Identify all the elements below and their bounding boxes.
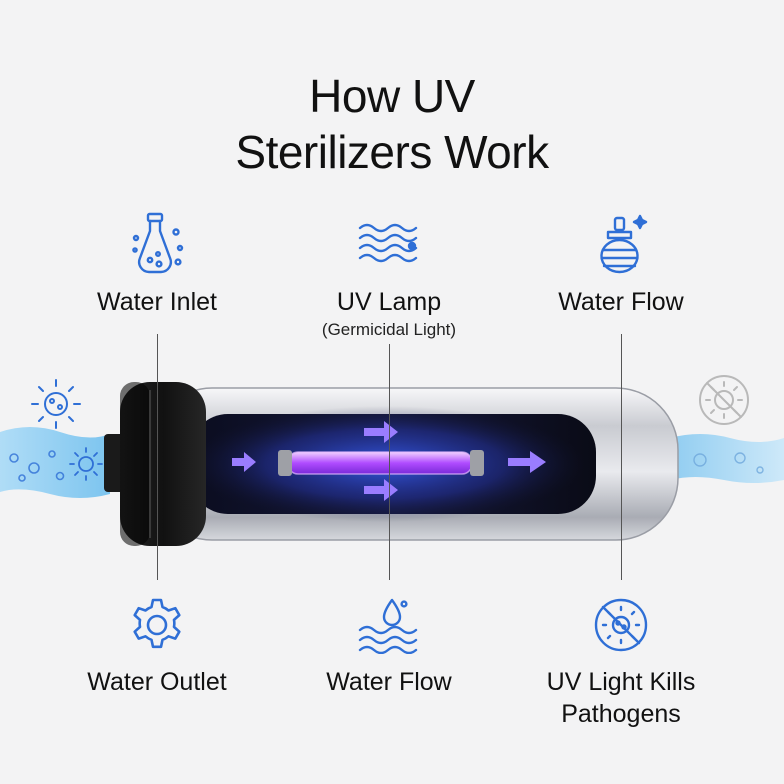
- crossed-germ-icon-right: [699, 375, 749, 425]
- label-water-outlet: Water Outlet: [87, 668, 227, 696]
- germ-icon-small: [69, 447, 103, 481]
- label-germicidal-light: (Germicidal Light): [321, 320, 457, 339]
- lamp-end-right: [470, 450, 484, 476]
- label-water-flow-bottom: Water Flow: [326, 668, 452, 696]
- inlet-nozzle: [104, 434, 124, 492]
- arrow-1: [232, 452, 256, 472]
- bottle-bubbles-icon: [132, 212, 184, 274]
- crossed-germ-icon: [594, 598, 648, 652]
- leader-flow: [621, 334, 622, 580]
- water-stream-left: [0, 427, 110, 498]
- label-water-flow-top: Water Flow: [558, 288, 684, 316]
- label-uv-kills-line1: UV Light Kills: [546, 668, 696, 696]
- waves-icon: [358, 223, 418, 263]
- label-uv-kills-line2: Pathogens: [561, 700, 681, 728]
- gear-icon: [133, 598, 181, 649]
- droplet-waves-icon: [358, 598, 418, 654]
- water-stream-right: [670, 434, 784, 483]
- leader-inlet: [157, 334, 158, 580]
- label-uv-lamp: UV Lamp: [336, 288, 442, 316]
- title-line-2: Sterilizers Work: [235, 126, 549, 178]
- leader-lamp: [389, 344, 390, 580]
- page-title: How UV Sterilizers Work: [0, 68, 784, 180]
- label-water-inlet: Water Inlet: [97, 288, 217, 316]
- flask-sparkle-icon: [600, 214, 648, 274]
- germ-icon: [31, 379, 81, 429]
- arrow-4: [508, 451, 546, 473]
- title-line-1: How UV: [309, 70, 475, 122]
- lamp-end-left: [278, 450, 292, 476]
- uv-lamp-tube: [288, 452, 472, 474]
